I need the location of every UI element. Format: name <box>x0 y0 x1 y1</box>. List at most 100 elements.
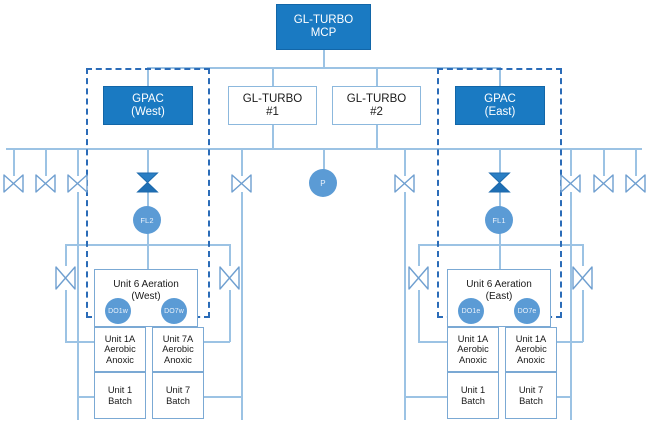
wire-east-batch-foot-l <box>404 396 452 398</box>
unit-box-west-aerobic-1[interactable]: Unit 1A Aerobic Anoxic <box>94 327 146 372</box>
wire-riser-c1-ext <box>241 192 243 420</box>
node-gl-turbo-2[interactable]: GL-TURBO #2 <box>332 86 421 125</box>
manual-valve-l3-icon[interactable] <box>67 174 88 193</box>
wire-west-batch-foot-r <box>194 396 242 398</box>
unit-box-west-batch-7-line2: Batch <box>166 395 190 406</box>
do-instrument-do1e-tag: DO1e <box>461 307 481 315</box>
wire-riser-r1-ext <box>570 192 572 420</box>
node-gpac-west-line2: (West) <box>131 105 165 118</box>
unit-box-west-batch-1[interactable]: Unit 1 Batch <box>94 372 146 419</box>
do-instrument-do1w-bubble[interactable]: DO1w <box>105 298 131 324</box>
do-instrument-do7w-bubble[interactable]: DO7w <box>161 298 187 324</box>
unit-box-east-batch-7[interactable]: Unit 7 Batch <box>505 372 557 419</box>
unit-box-west-batch-7-line1: Unit 7 <box>165 385 191 396</box>
wire-east-ring-right-low <box>582 290 584 342</box>
unit-box-east-aerobic-1-line1: Unit 1A <box>457 333 489 344</box>
wire-riser-c2 <box>404 148 406 176</box>
manual-valve-east-right-icon[interactable] <box>572 266 593 290</box>
flow-instrument-fl2-bubble[interactable]: FL2 <box>133 206 161 234</box>
manual-valve-l1-icon[interactable] <box>3 174 24 193</box>
pressure-instrument-tag: P <box>320 178 326 188</box>
node-gpac-east-line2: (East) <box>484 105 516 118</box>
unit-box-west-aerobic-7-line2: Aerobic <box>162 344 194 355</box>
node-gpac-west[interactable]: GPAC (West) <box>103 86 193 125</box>
wire-east-leg-top <box>499 148 501 174</box>
wire-west-ring-right-foot <box>194 341 230 343</box>
wire-drop-turbo2 <box>376 67 378 87</box>
manual-valve-c2-icon[interactable] <box>394 174 415 193</box>
wire-west-batch-foot-l <box>77 396 101 398</box>
wire-riser-r1 <box>570 148 572 176</box>
unit-box-west-aerobic-7-line3: Anoxic <box>164 354 192 365</box>
wire-west-ring-left-foot <box>65 341 100 343</box>
wire-riser-r3 <box>635 148 637 176</box>
wire-west-leg-bot <box>147 232 149 270</box>
unit-box-east-aerobic-2-line1: Unit 1A <box>515 333 547 344</box>
do-instrument-do7e-tag: DO7e <box>517 307 537 315</box>
modulating-valve-west-icon[interactable] <box>136 172 159 193</box>
wire-west-ring-left-low <box>65 290 67 342</box>
wire-p-drop <box>323 148 325 170</box>
wire-west-ring-top <box>65 244 230 246</box>
node-gl-turbo-mcp-line1: GL-TURBO <box>293 14 354 27</box>
basin-unit6-aeration-west-label: Unit 6 Aeration (West) <box>95 279 197 303</box>
manual-valve-l2-icon[interactable] <box>35 174 56 193</box>
unit-box-west-batch-1-line1: Unit 1 <box>107 385 133 396</box>
wire-root-drop <box>323 50 325 68</box>
wire-west-leg-top <box>147 148 149 174</box>
wire-riser-c1 <box>241 148 243 176</box>
unit-box-west-aerobic-1-line2: Aerobic <box>104 344 136 355</box>
basin-unit6-aeration-east-line2: (East) <box>485 291 513 302</box>
pressure-instrument-bubble[interactable]: P <box>309 169 337 197</box>
node-gl-turbo-1-line1: GL-TURBO <box>242 92 303 105</box>
node-gpac-east[interactable]: GPAC (East) <box>455 86 545 125</box>
flow-instrument-fl1-bubble[interactable]: FL1 <box>485 206 513 234</box>
wire-drop-gpac-east <box>499 67 501 87</box>
manual-valve-west-left-icon[interactable] <box>55 266 76 290</box>
wire-west-leg-mid <box>147 192 149 208</box>
manual-valve-r1-icon[interactable] <box>560 174 581 193</box>
wire-riser-c2-ext <box>404 192 406 420</box>
do-instrument-do7e-bubble[interactable]: DO7e <box>514 298 540 324</box>
wire-riser-l3 <box>77 148 79 176</box>
wire-tier1-bus <box>147 67 499 69</box>
wire-east-ring-top <box>418 244 583 246</box>
basin-unit6-aeration-west-line2: (West) <box>131 291 161 302</box>
unit-box-west-aerobic-7[interactable]: Unit 7A Aerobic Anoxic <box>152 327 204 372</box>
manual-valve-r3-icon[interactable] <box>625 174 646 193</box>
node-gl-turbo-1[interactable]: GL-TURBO #1 <box>228 86 317 125</box>
unit-box-west-batch-7[interactable]: Unit 7 Batch <box>152 372 204 419</box>
wire-east-ring-right <box>582 244 584 266</box>
unit-box-east-batch-1[interactable]: Unit 1 Batch <box>447 372 499 419</box>
wire-west-ring-right-low <box>229 290 231 342</box>
wire-drop-gpac-west <box>147 67 149 87</box>
modulating-valve-east-icon[interactable] <box>488 172 511 193</box>
wire-east-ring-left <box>418 244 420 266</box>
wire-riser-l3-ext <box>77 192 79 420</box>
basin-unit6-aeration-east-label: Unit 6 Aeration (East) <box>448 279 550 303</box>
manual-valve-c1-icon[interactable] <box>231 174 252 193</box>
basin-unit6-aeration-west-line1: Unit 6 Aeration <box>113 279 179 290</box>
node-gl-turbo-mcp[interactable]: GL-TURBO MCP <box>276 4 371 50</box>
unit-box-east-batch-7-line2: Batch <box>519 395 543 406</box>
node-gpac-west-line1: GPAC <box>132 92 164 105</box>
node-gl-turbo-mcp-line2: MCP <box>310 27 337 39</box>
wire-east-ring-right-foot <box>546 341 583 343</box>
wire-drop-turbo1 <box>272 67 274 87</box>
wire-east-batch-foot-r <box>546 396 571 398</box>
unit-box-east-aerobic-2[interactable]: Unit 1A Aerobic Anoxic <box>505 327 557 372</box>
unit-box-east-aerobic-2-line2: Aerobic <box>515 344 547 355</box>
wire-east-leg-bot <box>499 232 501 270</box>
do-instrument-do1e-bubble[interactable]: DO1e <box>458 298 484 324</box>
manual-valve-west-right-icon[interactable] <box>219 266 240 290</box>
manual-valve-r2-icon[interactable] <box>593 174 614 193</box>
unit-box-west-batch-1-line2: Batch <box>108 395 132 406</box>
wire-east-leg-mid <box>499 192 501 208</box>
node-gl-turbo-2-line1: GL-TURBO <box>346 92 407 105</box>
node-gpac-east-line1: GPAC <box>484 92 516 105</box>
wire-riser-l1 <box>13 148 15 176</box>
manual-valve-east-left-icon[interactable] <box>408 266 429 290</box>
flow-instrument-fl2-tag: FL2 <box>140 215 154 225</box>
unit-box-east-aerobic-1[interactable]: Unit 1A Aerobic Anoxic <box>447 327 499 372</box>
